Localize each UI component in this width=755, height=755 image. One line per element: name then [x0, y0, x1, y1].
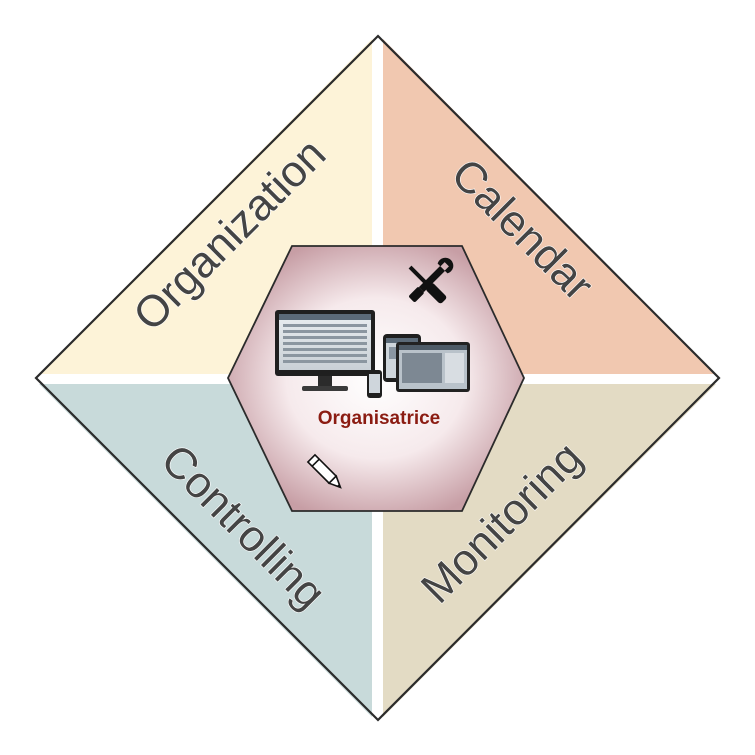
diamond-outline — [34, 34, 721, 722]
center-title: Organisatrice — [318, 408, 441, 429]
tools-icon — [408, 257, 454, 304]
pencil-icon — [306, 453, 342, 489]
devices-icon — [275, 310, 470, 398]
